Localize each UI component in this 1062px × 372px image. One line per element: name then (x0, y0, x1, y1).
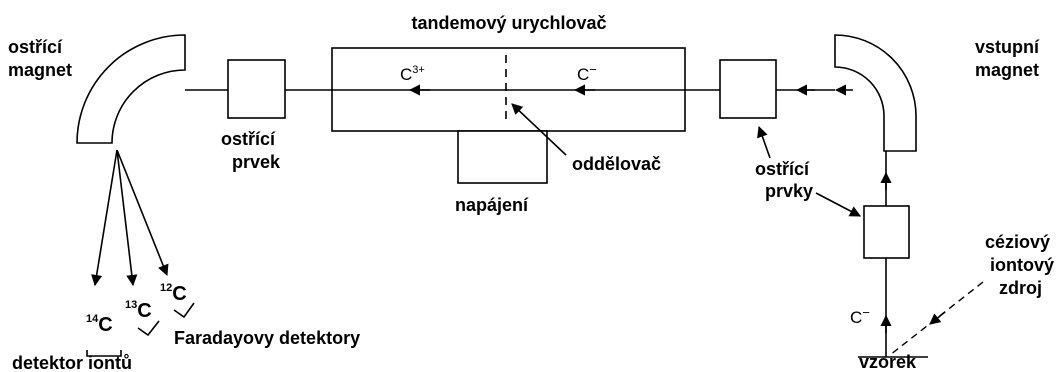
label-c14: 14C (86, 313, 113, 336)
label-input-magnet-1: vstupní (975, 37, 1040, 57)
label-focus-element-1: ostřící (221, 129, 276, 149)
stripper-pointer (511, 103, 567, 156)
label-c3plus: C3+ (400, 64, 425, 84)
faraday-bracket-12 (173, 302, 195, 319)
ion-detector-bracket (86, 350, 122, 357)
label-focus-element-2: prvek (232, 152, 281, 172)
label-cminus: C− (577, 62, 597, 84)
input-magnet (834, 34, 917, 152)
label-cesium-2: iontový (990, 255, 1054, 275)
c14-path (91, 149, 118, 287)
focusing-magnet (76, 34, 186, 144)
label-c12: 12C (160, 282, 187, 305)
label-c13: 13C (125, 299, 152, 322)
power-supply (457, 130, 548, 184)
faraday-bracket-13 (137, 320, 160, 337)
label-cesium-1: céziový (985, 232, 1050, 252)
label-focus-magnet-2: magnet (8, 60, 72, 80)
focusing-element (227, 59, 286, 119)
focus-elements-pointer-2 (815, 192, 861, 217)
focus-elements-pointer (757, 125, 771, 159)
cesium-arrow (929, 311, 946, 325)
label-ion-detector: detektor iontů (12, 353, 132, 372)
label-power: napájení (455, 195, 529, 215)
cesium-beam (889, 281, 984, 356)
label-focus-elements-1: ostřící (755, 159, 810, 179)
focusing-element-right (719, 59, 777, 119)
label-cminus-source: C− (850, 305, 870, 327)
focusing-element-source (863, 205, 910, 259)
label-accelerator: tandemový urychlovač (411, 13, 606, 33)
label-faraday: Faradayovy detektory (174, 328, 360, 348)
label-input-magnet-2: magnet (975, 60, 1039, 80)
label-stripper: oddělovač (572, 154, 661, 174)
label-cesium-3: zdroj (999, 278, 1042, 298)
label-focus-elements-2: prvky (765, 181, 813, 201)
c12-path (116, 149, 169, 277)
label-focus-magnet-1: ostřící (8, 37, 63, 57)
c13-path (116, 149, 138, 287)
label-sample: vzorek (859, 352, 917, 372)
